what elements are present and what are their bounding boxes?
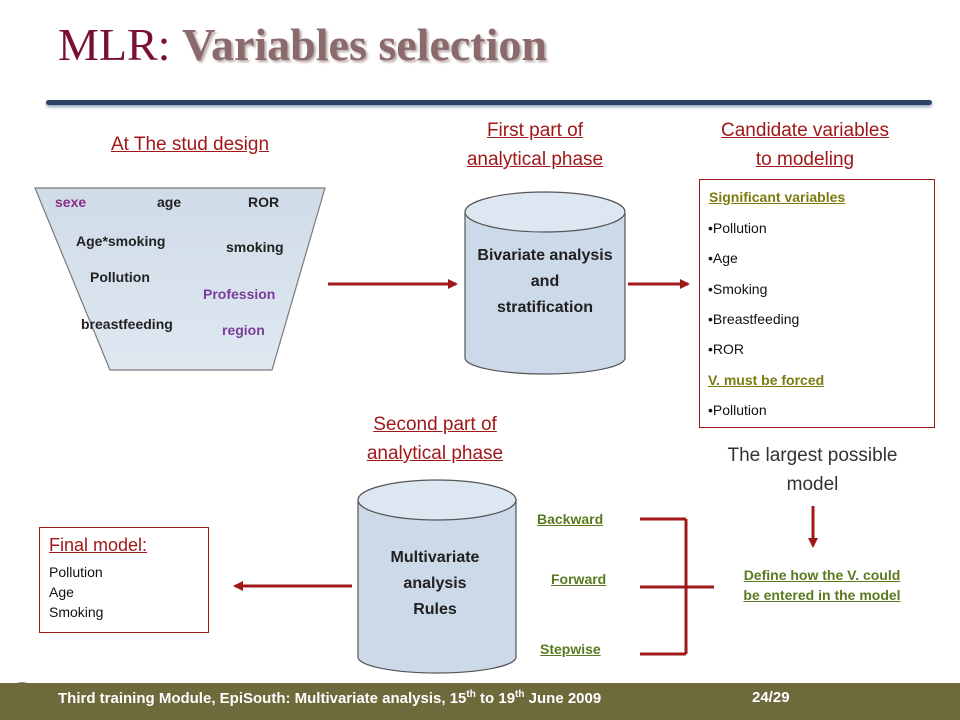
var-sexe: sexe <box>55 194 87 210</box>
method-stepwise[interactable]: Stepwise <box>540 641 601 657</box>
multivariate-line2: analysis <box>403 575 467 592</box>
footer-text-c: June 2009 <box>524 690 602 707</box>
final-model-item: Pollution <box>49 564 103 580</box>
var-profession: Profession <box>203 286 276 302</box>
var-age: age <box>157 194 182 210</box>
final-model-box: Final model: Pollution Age Smoking <box>39 527 209 633</box>
header-study-design-text: At The stud design <box>110 134 270 155</box>
bivariate-line1: Bivariate analysis <box>477 247 613 264</box>
significant-variables-box: Significant variables •Pollution •Age •S… <box>699 179 935 428</box>
multivariate-cylinder <box>357 479 517 674</box>
bivariate-label: Bivariate analysis and stratification <box>440 243 650 321</box>
bivariate-line2: and <box>530 273 560 290</box>
footer-sup2: th <box>515 689 525 700</box>
largest-model-line1: The largest possible <box>727 445 898 466</box>
footer-sup1: th <box>466 689 476 700</box>
header-first-part-line2: analytical phase <box>466 149 604 170</box>
significant-heading: Significant variables <box>709 189 846 205</box>
var-age-smoking: Age*smoking <box>76 233 166 249</box>
final-model-item: Smoking <box>49 604 104 620</box>
slide-title: MLR: Variables selection <box>58 18 547 71</box>
page-number: 24/29 <box>752 689 790 706</box>
significant-item: •Pollution <box>708 220 767 236</box>
significant-item: •Breastfeeding <box>708 311 800 327</box>
define-line1: Define how the V. could <box>743 567 901 583</box>
final-model-heading: Final model: <box>49 535 148 555</box>
bivariate-line3: stratification <box>496 299 593 316</box>
significant-item: •ROR <box>708 341 745 357</box>
header-study-design: At The stud design <box>80 130 300 159</box>
header-candidate-line1: Candidate variables <box>721 120 889 141</box>
header-candidate-line2: to modeling <box>755 149 855 170</box>
variables-funnel <box>34 187 326 371</box>
title-main: MLR: <box>58 19 171 70</box>
forced-heading: V. must be forced <box>708 372 825 388</box>
footer-text-b: to 19 <box>475 690 516 707</box>
title-sub: Variables selection <box>181 19 547 70</box>
header-candidate: Candidate variables to modeling <box>690 116 920 174</box>
footer-bar <box>0 683 960 720</box>
multivariate-line3: Rules <box>413 601 457 618</box>
define-entry-text: Define how the V. could be entered in th… <box>712 565 932 605</box>
footer-text: Third training Module, EpiSouth: Multiva… <box>58 689 601 707</box>
multivariate-label: Multivariate analysis Rules <box>345 545 525 623</box>
header-first-part: First part of analytical phase <box>430 116 640 174</box>
var-region: region <box>222 322 265 338</box>
header-second-part: Second part of analytical phase <box>330 410 540 468</box>
method-backward[interactable]: Backward <box>537 511 604 527</box>
final-model-item: Age <box>49 584 74 600</box>
method-forward[interactable]: Forward <box>551 571 607 587</box>
forced-item: •Pollution <box>708 402 767 418</box>
significant-item: •Smoking <box>708 281 768 297</box>
largest-model-line2: model <box>786 474 839 495</box>
multivariate-line1: Multivariate <box>390 549 480 566</box>
largest-model-label: The largest possible model <box>695 441 930 499</box>
significant-item: •Age <box>708 250 738 266</box>
header-first-part-line1: First part of <box>486 120 584 141</box>
var-ror: ROR <box>248 194 280 210</box>
methods-bracket <box>640 517 714 656</box>
var-smoking: smoking <box>226 239 284 255</box>
title-divider <box>46 100 932 105</box>
bivariate-cylinder <box>464 191 626 375</box>
var-pollution: Pollution <box>90 269 150 285</box>
header-second-part-line1: Second part of <box>373 414 497 435</box>
header-second-part-line2: analytical phase <box>366 443 504 464</box>
define-line2: be entered in the model <box>743 587 901 603</box>
footer-text-a: Third training Module, EpiSouth: Multiva… <box>58 690 467 707</box>
var-breastfeeding: breastfeeding <box>81 316 173 332</box>
